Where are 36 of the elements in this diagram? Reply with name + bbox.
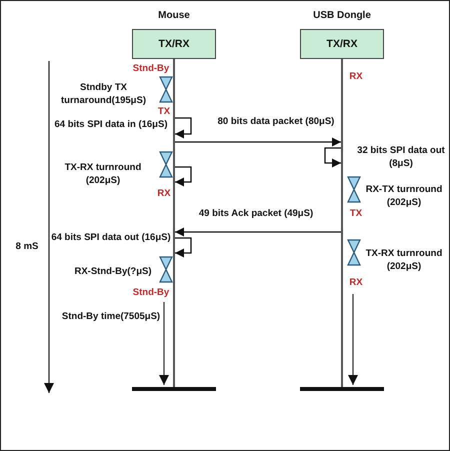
message-arrow <box>175 237 192 258</box>
timing-note: Stnd-By time(7505μS) <box>61 310 161 323</box>
timing-note: 32 bits SPI data out (8μS) <box>356 144 446 170</box>
message-arrow <box>324 147 341 168</box>
participant-name: Mouse <box>157 10 191 21</box>
state-label: TX <box>156 105 172 118</box>
state-label: Stnd-By <box>132 286 170 299</box>
state-label: RX <box>348 276 364 289</box>
box-label: TX/RX <box>158 38 190 50</box>
message-arrow <box>175 166 192 186</box>
timing-note: RX-TX turnround (202μS) <box>364 183 444 209</box>
timing-note: TX-RX turnround (202μS) <box>364 247 444 273</box>
hourglass-icon <box>159 76 173 103</box>
timing-note: 64 bits SPI data out (16μS) <box>51 231 171 244</box>
state-label: RX <box>156 187 172 200</box>
timing-note: RX-Stnd-By(?μS) <box>73 265 153 278</box>
hourglass-icon <box>159 256 173 283</box>
message-arrow <box>175 117 192 138</box>
lifeline <box>341 59 343 387</box>
state-label: RX <box>348 70 364 83</box>
message-arrow <box>175 138 341 146</box>
hourglass-icon <box>347 239 361 266</box>
state-label: Stnd-By <box>132 62 170 75</box>
participant-name: USB Dongle <box>312 10 372 21</box>
edge-label: 49 bits Ack packet (49μS) <box>198 207 314 220</box>
timing-note: 64 bits SPI data in (16μS) <box>54 118 168 131</box>
timing-note: 8 mS <box>14 240 40 253</box>
timing-note: TX-RX turnround (202μS) <box>64 161 142 187</box>
hourglass-icon <box>159 151 173 178</box>
message-arrow <box>175 228 341 236</box>
hourglass-icon <box>347 176 361 203</box>
edge-label: 80 bits data packet (80μS) <box>216 115 336 128</box>
box-label: TX/RX <box>326 38 358 50</box>
state-label: TX <box>348 207 364 220</box>
lifeline <box>173 59 175 387</box>
timing-note: Stndby TX turnaround(195μS) <box>60 81 147 107</box>
